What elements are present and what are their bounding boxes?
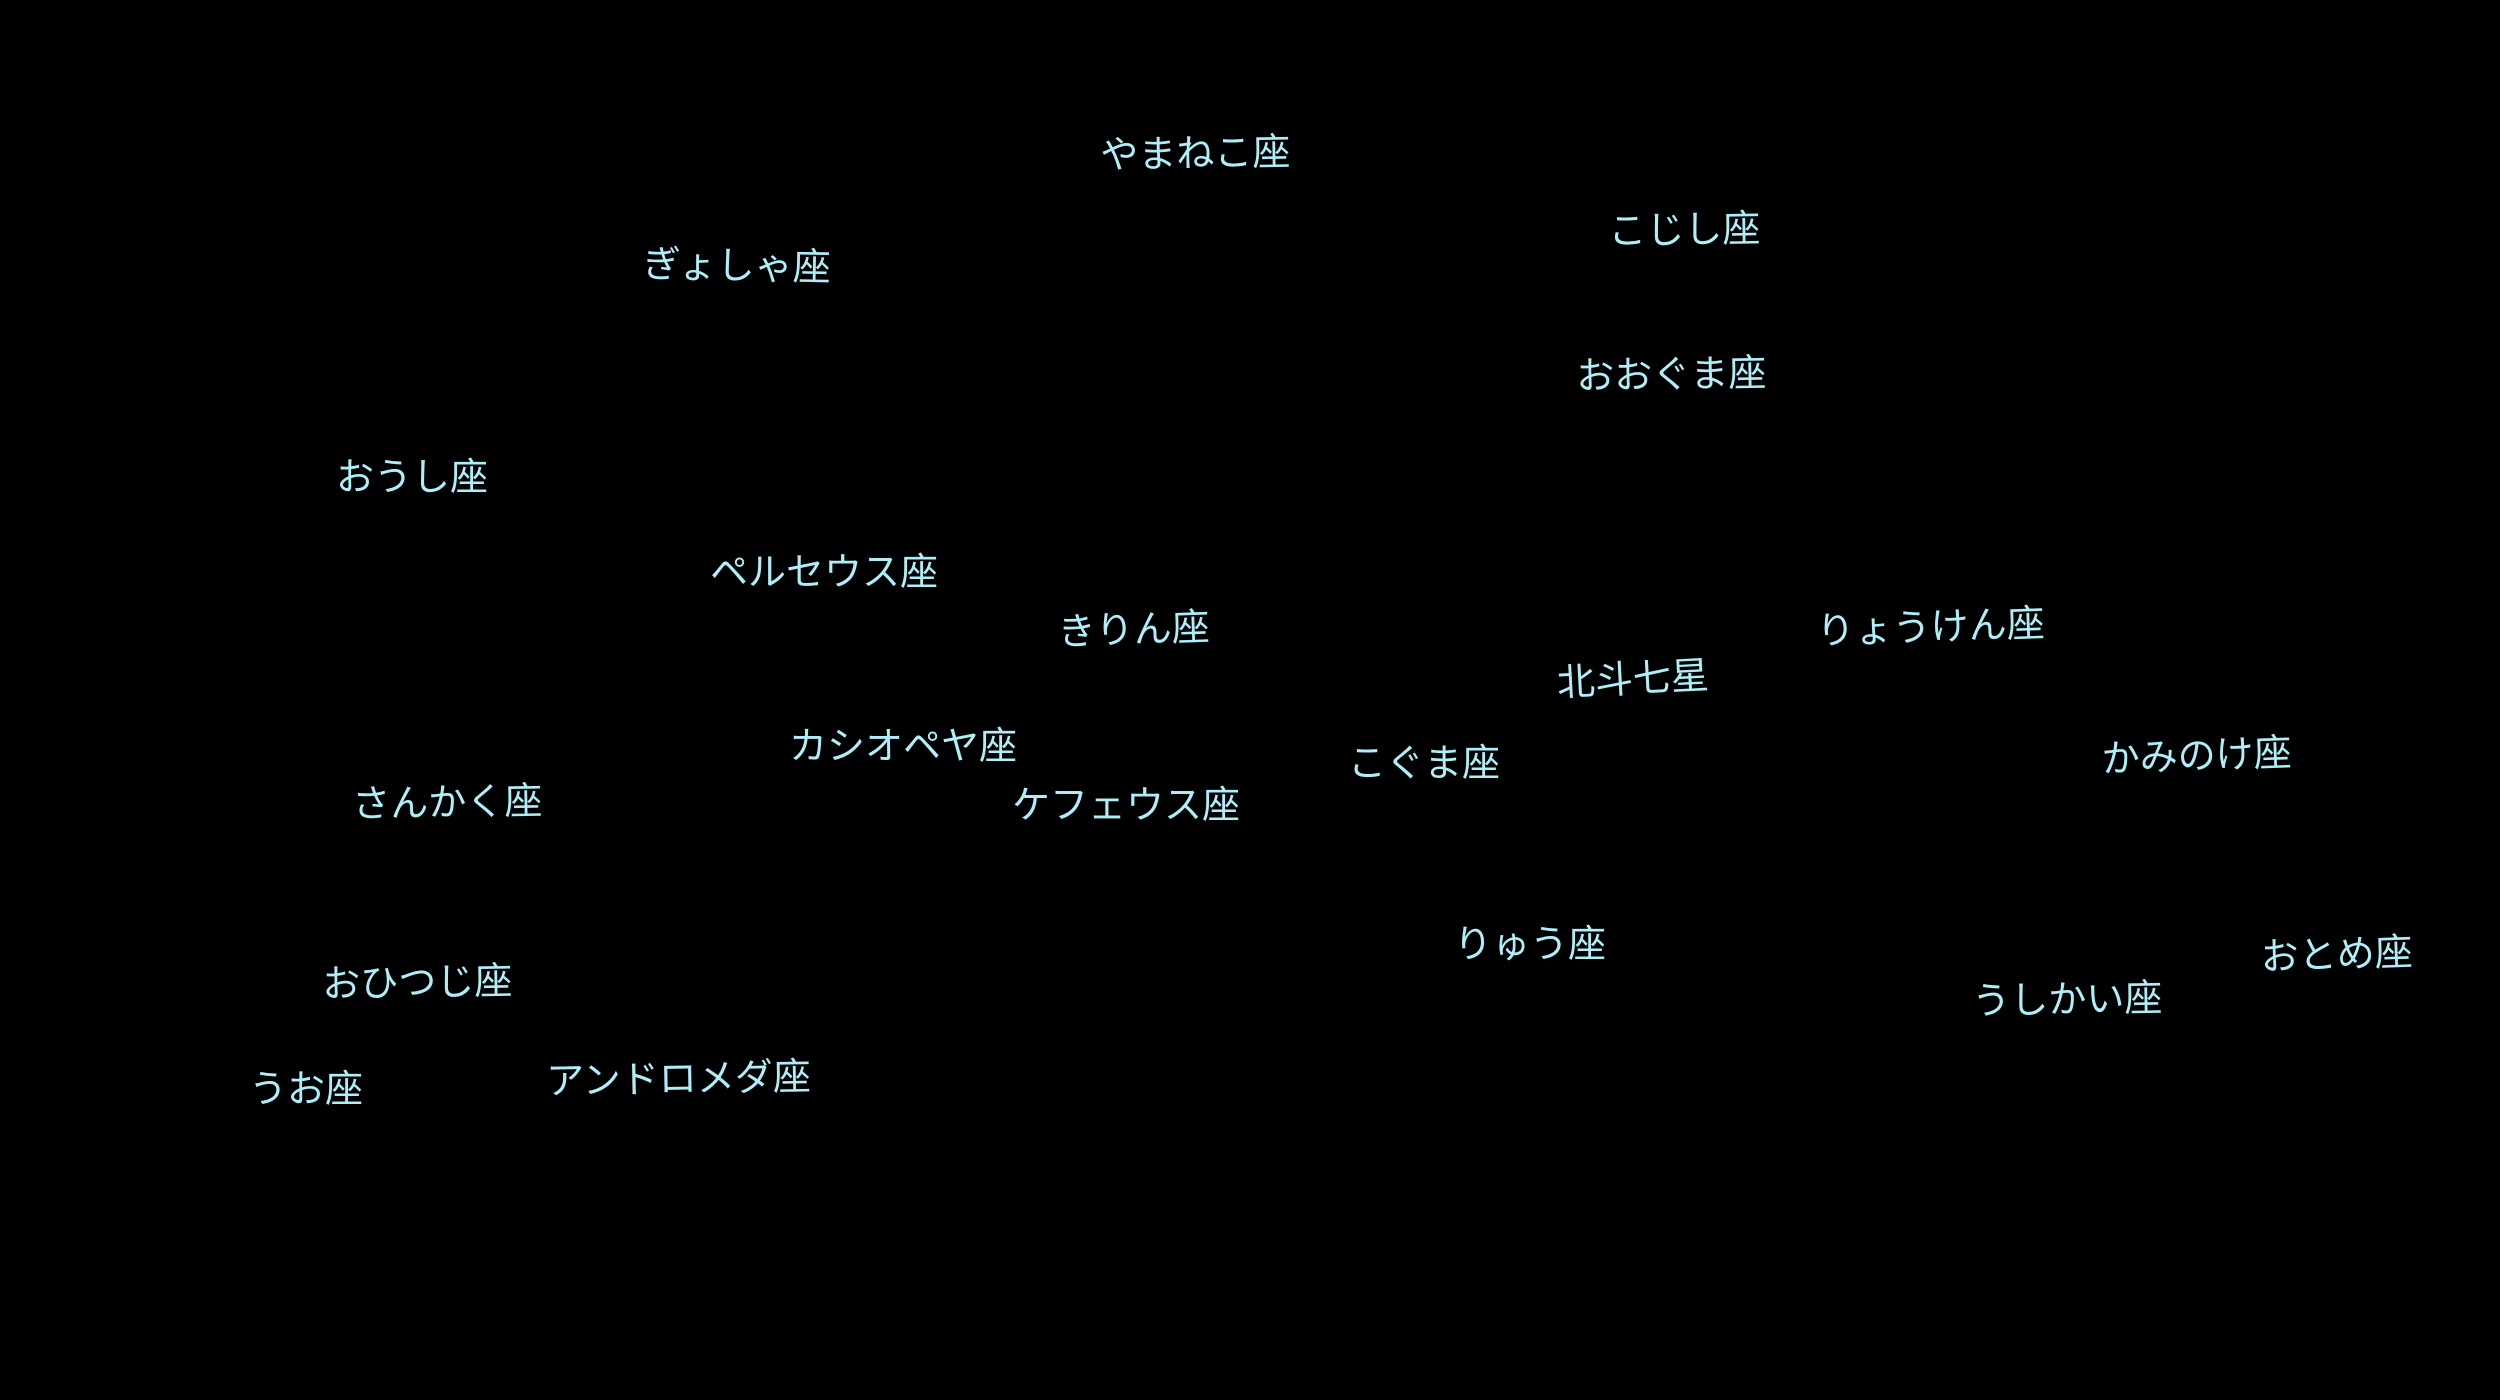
constellation-label-andromeda-za: アンドロメダ座: [545, 1054, 812, 1103]
constellation-label-gyosha-za: ぎょしゃ座: [642, 242, 832, 290]
constellation-label-kirin-za: きりん座: [1056, 604, 1211, 654]
constellation-label-sankaku-za: さんかく座: [351, 778, 543, 826]
constellation-label-ooguma-za: おおぐま座: [1575, 350, 1767, 398]
constellation-label-ryouken-za: りょうけん座: [1815, 601, 2046, 653]
constellation-label-cassiopeia-za: カシオペヤ座: [789, 724, 1018, 768]
constellation-label-ushikai-za: うしかい座: [1971, 975, 2163, 1023]
constellation-label-ryuu-za: りゅう座: [1454, 922, 1607, 966]
constellation-label-cepheus-za: ケフェウス座: [1012, 783, 1241, 827]
constellation-label-kojishi-za: こじし座: [1607, 206, 1761, 253]
constellation-label-oushi-za: おうし座: [336, 455, 489, 499]
constellation-label-kaminoke-za: かみのけ座: [2100, 730, 2293, 781]
constellation-label-uo-za: うお座: [249, 1067, 364, 1111]
constellation-label-yamaneko-za: やまねこ座: [1099, 129, 1291, 177]
constellation-label-hokuto-shichisei: 北斗七星: [1555, 653, 1710, 705]
constellation-label-ohitsuji-za: おひつじ座: [321, 958, 513, 1006]
constellation-label-perseus-za: ペルセウス座: [710, 550, 939, 594]
constellation-label-otome-za: おとめ座: [2259, 929, 2414, 979]
constellation-label-koguma-za: こぐま座: [1348, 741, 1501, 785]
